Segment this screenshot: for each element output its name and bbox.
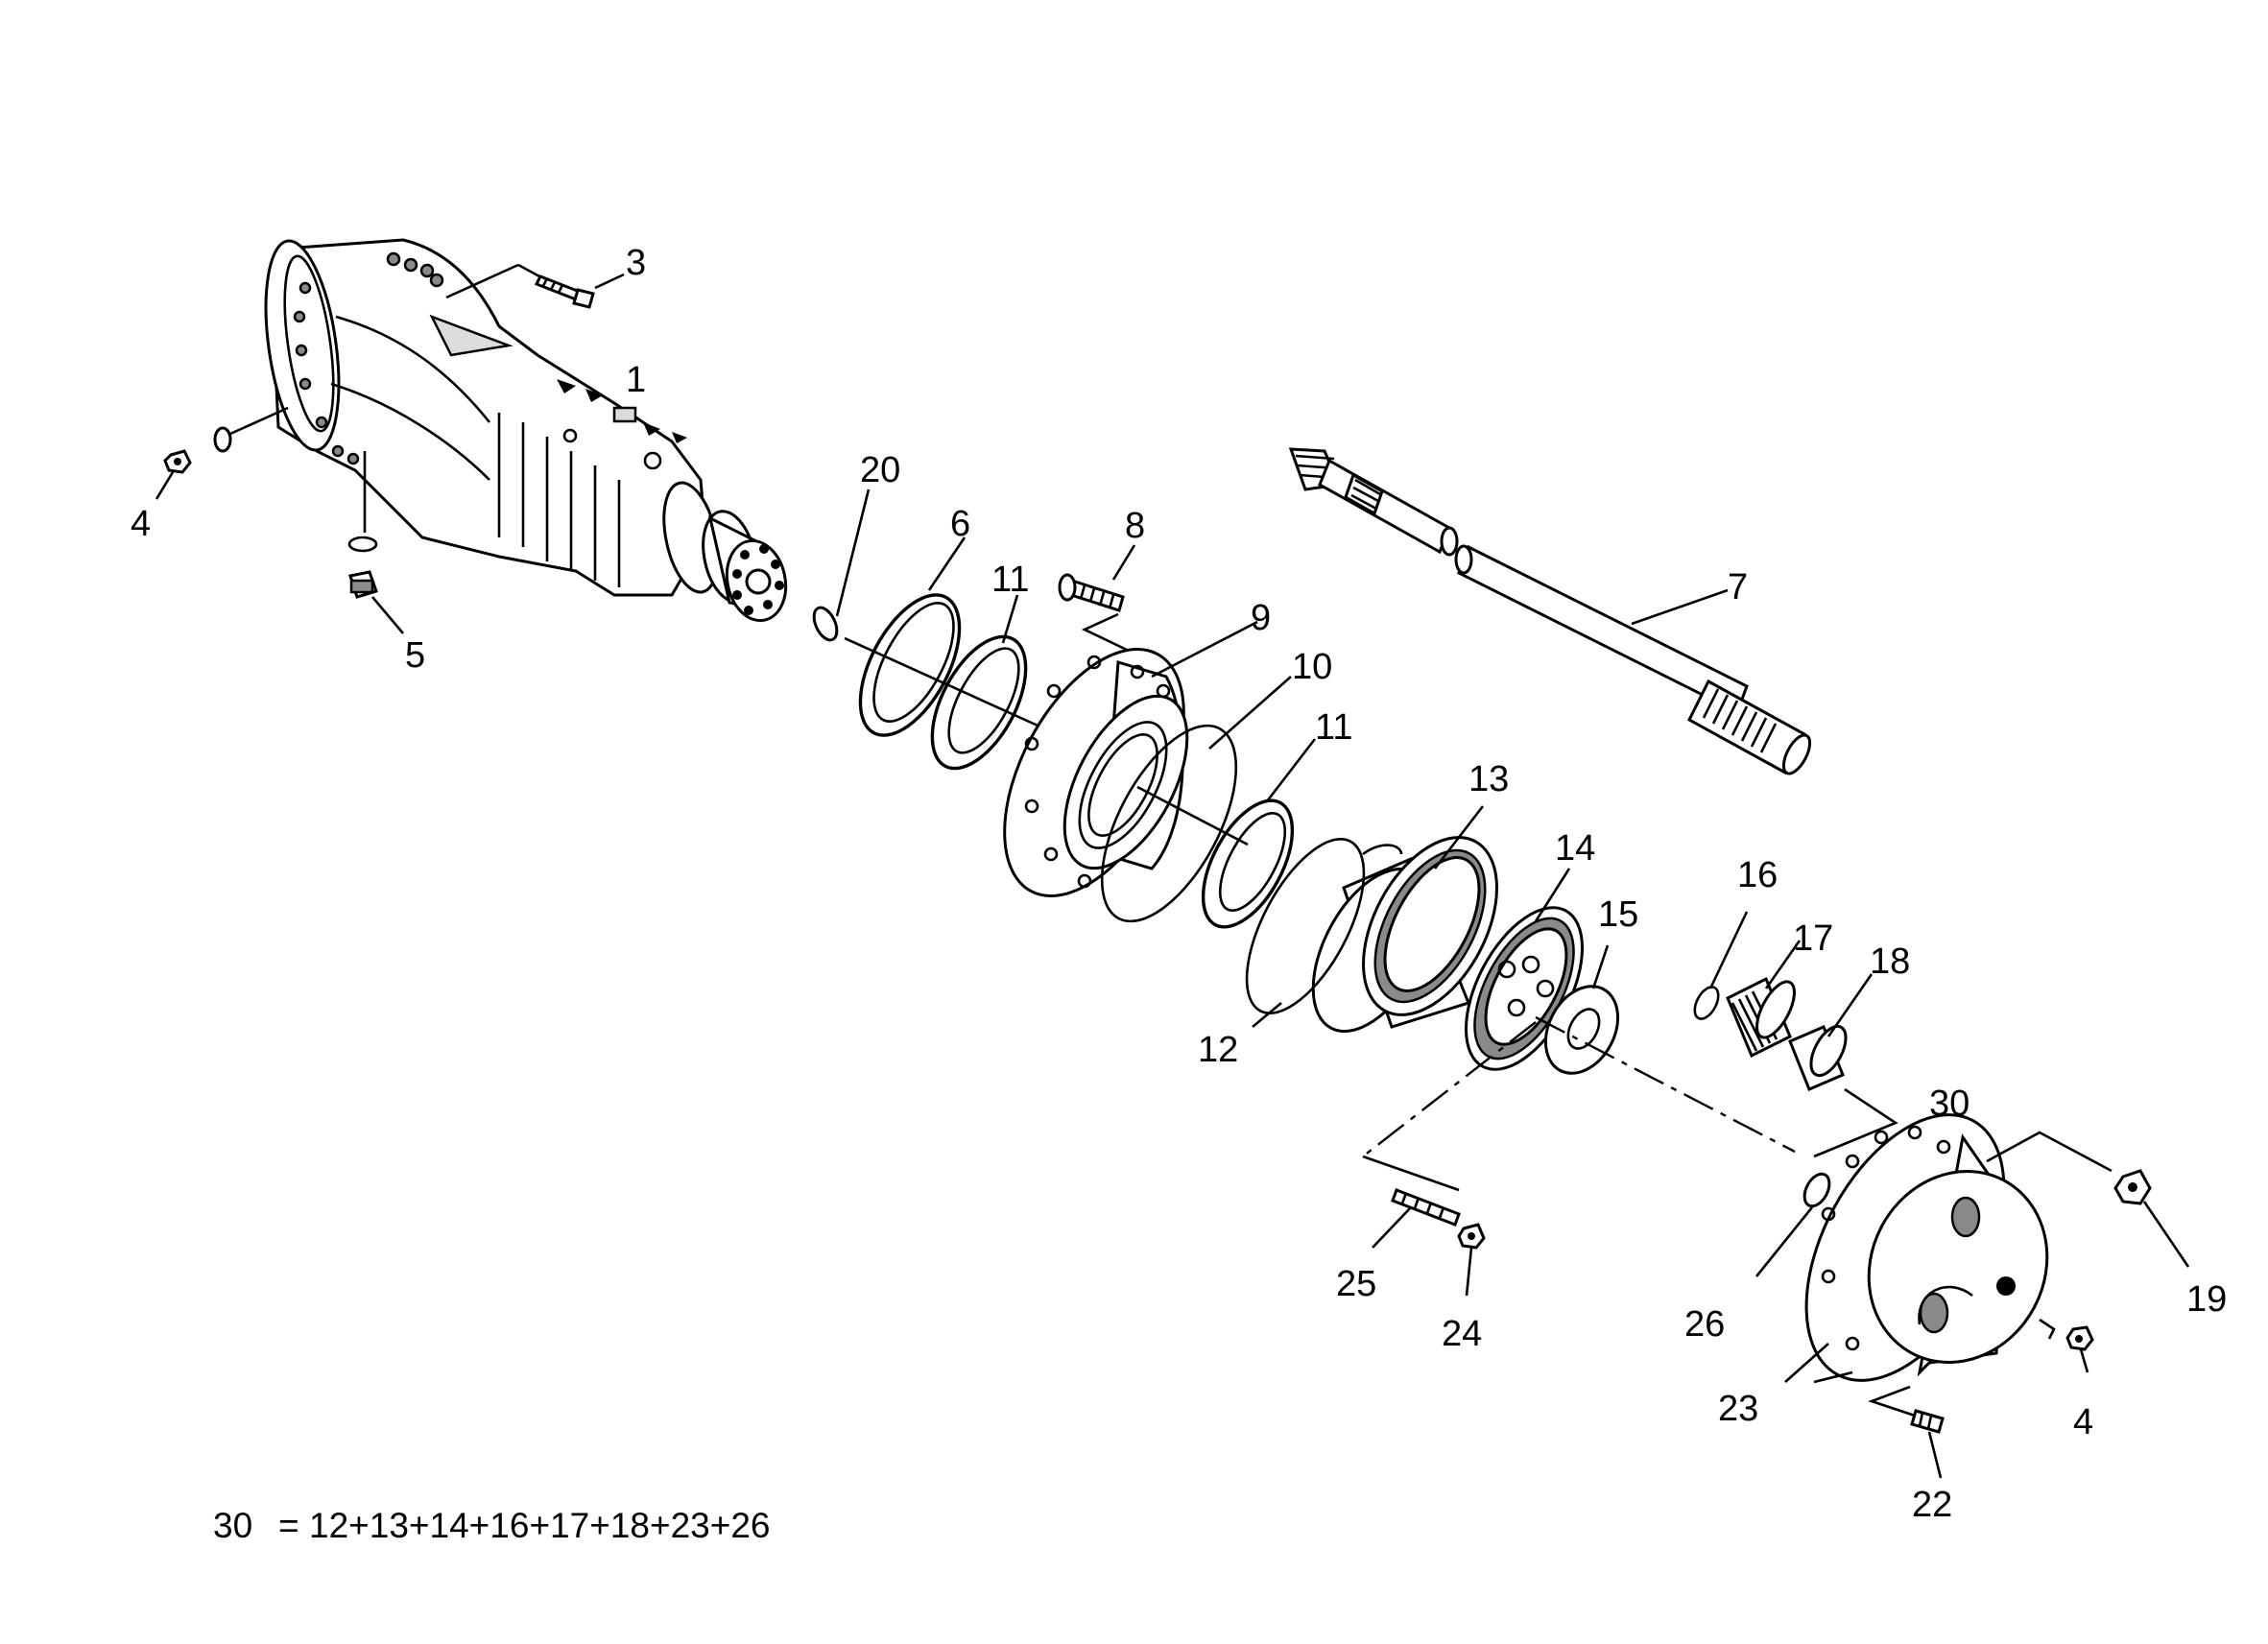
callout-12: 12 (1198, 1030, 1238, 1070)
part-24-nut (1457, 1223, 1486, 1297)
part-8-stud (1058, 544, 1136, 655)
part-19-nut (2113, 1169, 2190, 1268)
part-10-o-ring (1100, 676, 1292, 923)
part-6-seal (858, 536, 967, 737)
callout-9: 9 (1251, 598, 1271, 638)
callout-11-upper: 11 (991, 560, 1029, 600)
part-17-planet-gear (1726, 940, 1802, 1059)
part-30-planetary-cover (1804, 1113, 2113, 1384)
leader-23 (1784, 1343, 1829, 1383)
callout-4-right: 4 (2073, 1402, 2093, 1442)
callout-7: 7 (1728, 567, 1748, 608)
formula-rhs: 12+13+14+16+17+18+23+26 (309, 1506, 771, 1545)
part-18-needle-bearing (1788, 973, 1898, 1158)
callout-15: 15 (1598, 894, 1638, 935)
part-25-stud (1362, 1155, 1461, 1249)
callout-labels: 3 1 4 5 20 6 11 8 9 10 11 7 13 14 15 16 … (131, 243, 2227, 1525)
callout-6: 6 (950, 504, 970, 544)
callout-5: 5 (405, 635, 425, 676)
formula-equals: = (278, 1506, 299, 1545)
part-13-ring-gear (1311, 805, 1498, 1034)
part-14-planet-carrier (1464, 868, 1585, 1071)
callout-1: 1 (626, 360, 646, 400)
callout-10: 10 (1292, 647, 1332, 687)
part-4-nut-right (2039, 1318, 2094, 1373)
callout-25: 25 (1336, 1264, 1376, 1304)
callout-30: 30 (1929, 1084, 1970, 1124)
part-5-plug (347, 451, 404, 634)
part-20-circlip (812, 488, 871, 642)
callout-11-lower: 11 (1315, 707, 1352, 748)
callout-26: 26 (1684, 1304, 1725, 1345)
formula-lhs: 30 (213, 1506, 252, 1545)
callout-13: 13 (1468, 759, 1509, 799)
callout-24: 24 (1442, 1314, 1482, 1354)
callout-3: 3 (626, 243, 646, 283)
callout-20: 20 (860, 450, 900, 490)
kit-composition-note: 30 = 12+13+14+16+17+18+23+26 (213, 1506, 771, 1545)
callout-23: 23 (1718, 1389, 1758, 1429)
cover-flange-holes (1821, 1125, 1951, 1351)
part-11-bearing-inner (1201, 738, 1317, 929)
part-3-bolt (445, 263, 625, 309)
housing-flange-bolts (293, 251, 444, 465)
callout-19: 19 (2186, 1279, 2227, 1320)
callout-14: 14 (1555, 828, 1595, 869)
part-1-axle-housing (264, 238, 788, 623)
callout-22: 22 (1912, 1485, 1952, 1525)
callout-18: 18 (1870, 941, 1910, 982)
part-22-screw (1868, 1385, 1945, 1479)
callout-17: 17 (1793, 918, 1833, 959)
callout-4-left: 4 (131, 504, 151, 544)
callout-16: 16 (1737, 855, 1778, 895)
part-12-snap-ring (1245, 838, 1366, 1028)
callout-8: 8 (1125, 506, 1145, 546)
part-9-wheel-hub (1003, 620, 1258, 898)
part-7-axle-shaft (1288, 447, 1812, 775)
part-4-nut-left (155, 406, 289, 500)
hub-end-bolt-circle (732, 544, 784, 615)
part-16-circlip (1693, 911, 1749, 1020)
hub-stud-holes (1024, 655, 1171, 889)
part-26-washer (1755, 1172, 1831, 1277)
